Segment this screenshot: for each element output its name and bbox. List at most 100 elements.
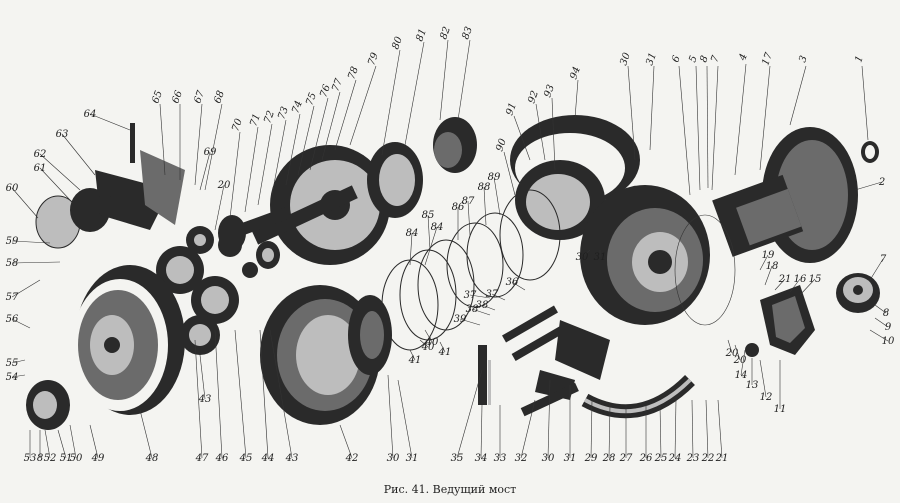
- leader-line-43: [199, 354, 206, 400]
- callout-label-59: 59: [6, 236, 19, 247]
- callout-label-81: 81: [414, 27, 429, 43]
- callout-label-19: 19: [762, 250, 775, 261]
- leader-line-14: [740, 349, 746, 376]
- leader-line-42: [339, 424, 353, 459]
- leader-line-43: [269, 329, 293, 459]
- callout-label-11: 11: [774, 404, 787, 415]
- callout-label-8: 8: [883, 308, 889, 319]
- callout-label-36: 36: [506, 277, 519, 288]
- callout-label-29: 29: [584, 453, 598, 464]
- part-ring-gear: [252, 145, 390, 265]
- leader-line-18: [764, 265, 773, 286]
- part-idler-gear: [186, 226, 214, 254]
- leader-line-6: [678, 65, 691, 196]
- leader-line-55: [11, 359, 26, 364]
- callout-label-43: 43: [285, 453, 299, 464]
- callout-label-28: 28: [602, 453, 616, 464]
- callout-label-60: 60: [6, 183, 19, 194]
- leader-line-8: [874, 304, 887, 314]
- callout-label-86: 86: [452, 202, 465, 213]
- leader-line-46: [214, 329, 223, 459]
- leader-line-31: [649, 65, 655, 151]
- callout-label-93: 93: [542, 83, 557, 99]
- callout-label-69: 69: [204, 147, 217, 158]
- callout-label-40: 40: [421, 342, 435, 353]
- callout-label-31: 31: [644, 51, 659, 67]
- leader-line-58: [11, 261, 61, 264]
- leader-line-37: [469, 294, 491, 299]
- callout-label-4: 4: [737, 52, 750, 63]
- callout-label-21: 21: [715, 453, 729, 464]
- part-pinion-shaft: [218, 206, 291, 269]
- leader-line-71: [244, 126, 259, 213]
- leader-line-20: [727, 339, 733, 354]
- callout-label-34: 34: [475, 453, 488, 464]
- callout-label-23: 23: [686, 453, 700, 464]
- callout-label-82: 82: [438, 25, 453, 41]
- callout-label-72: 72: [262, 109, 277, 125]
- leader-line-61: [39, 167, 71, 201]
- callout-label-91: 91: [504, 101, 519, 117]
- callout-label-35: 35: [451, 453, 464, 464]
- leader-line-4: [734, 63, 747, 176]
- callout-label-6: 6: [670, 54, 683, 64]
- callout-label-47: 47: [195, 453, 209, 464]
- leader-line-10: [869, 329, 889, 342]
- callout-label-38: 38: [466, 304, 479, 315]
- callout-label-8: 8: [37, 453, 43, 464]
- leader-line-37: [491, 293, 506, 301]
- part-small-assembly: [35, 123, 185, 249]
- callout-label-88: 88: [478, 182, 491, 193]
- leader-line-88: [483, 186, 487, 226]
- callout-label-41: 41: [408, 355, 422, 366]
- leader-line-52: [44, 429, 51, 459]
- part-bracket: [745, 285, 815, 357]
- leader-line-21: [717, 399, 723, 459]
- leader-line-24: [674, 399, 677, 459]
- leader-line-67: [194, 103, 203, 186]
- callout-label-31: 31: [594, 252, 607, 263]
- leader-line-48: [139, 409, 153, 459]
- callout-label-15: 15: [809, 274, 822, 285]
- leader-line-30: [547, 379, 551, 459]
- callout-label-30: 30: [576, 252, 589, 263]
- parts-layer: [26, 115, 880, 430]
- callout-label-40: 40: [425, 337, 439, 348]
- leader-line-93: [551, 97, 556, 171]
- leader-line-7: [869, 258, 884, 281]
- leader-line-28: [608, 404, 611, 459]
- leader-line-8: [706, 65, 709, 189]
- callout-label-56: 56: [6, 314, 19, 325]
- callout-label-87: 87: [462, 196, 475, 207]
- callout-label-31: 31: [406, 453, 419, 464]
- callout-label-25: 25: [654, 453, 668, 464]
- callout-label-54: 54: [6, 372, 19, 383]
- callout-label-89: 89: [488, 172, 501, 183]
- callout-label-22: 22: [701, 453, 715, 464]
- callout-label-21: 21: [778, 274, 792, 285]
- callout-label-63: 63: [56, 129, 69, 140]
- leader-line-59: [11, 240, 51, 244]
- callout-label-12: 12: [760, 392, 773, 403]
- callout-label-51: 51: [60, 453, 73, 464]
- callout-label-75: 75: [304, 91, 319, 107]
- part-bearing-cap: [836, 273, 880, 313]
- leader-line-54: [11, 374, 26, 378]
- leader-line-69: [199, 151, 211, 191]
- leader-line-78: [334, 79, 357, 151]
- leader-line-22: [705, 399, 709, 459]
- callout-label-67: 67: [192, 89, 207, 105]
- leader-line-91: [513, 115, 531, 161]
- leader-line-51: [57, 429, 67, 459]
- part-seal-ring: [861, 141, 879, 163]
- leader-line-21: [774, 278, 786, 291]
- callout-label-20: 20: [217, 180, 231, 191]
- leader-line-79: [349, 65, 377, 146]
- part-housing-flange: [712, 127, 858, 263]
- leader-line-25: [659, 404, 662, 459]
- leader-line-90: [503, 151, 516, 196]
- callout-label-44: 44: [261, 453, 275, 464]
- leader-line-39: [459, 318, 481, 326]
- callout-label-30: 30: [387, 453, 400, 464]
